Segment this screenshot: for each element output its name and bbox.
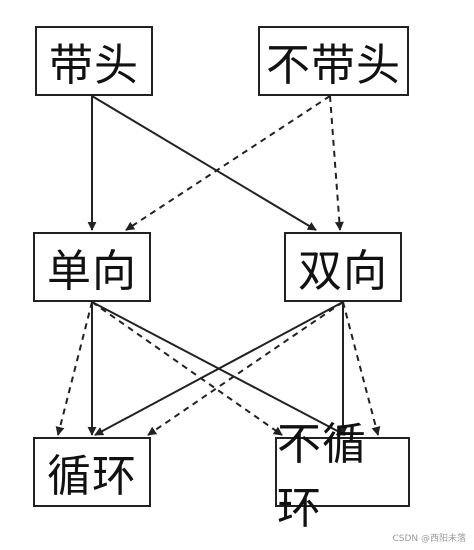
arrow-doubly-to-circular-solid [94, 301, 344, 436]
node-with-head: 带头 [35, 26, 153, 96]
node-non-circular: 不循环 [275, 419, 410, 534]
arrow-with-head-to-doubly [91, 95, 317, 231]
arrow-singly-to-non-circular-dashed [91, 301, 283, 436]
arrow-without-head-to-doubly [329, 95, 344, 231]
watermark: CSDN @西阳未落 [392, 534, 466, 544]
arrow-singly-to-circular-dashed [55, 301, 93, 436]
arrow-doubly-to-non-circular-dashed [342, 301, 381, 436]
node-singly: 单向 [33, 232, 151, 302]
arrow-without-head-to-singly [125, 95, 331, 231]
node-doubly: 双向 [284, 232, 402, 302]
node-without-head: 不带头 [258, 26, 409, 96]
node-circular: 循环 [33, 437, 151, 507]
